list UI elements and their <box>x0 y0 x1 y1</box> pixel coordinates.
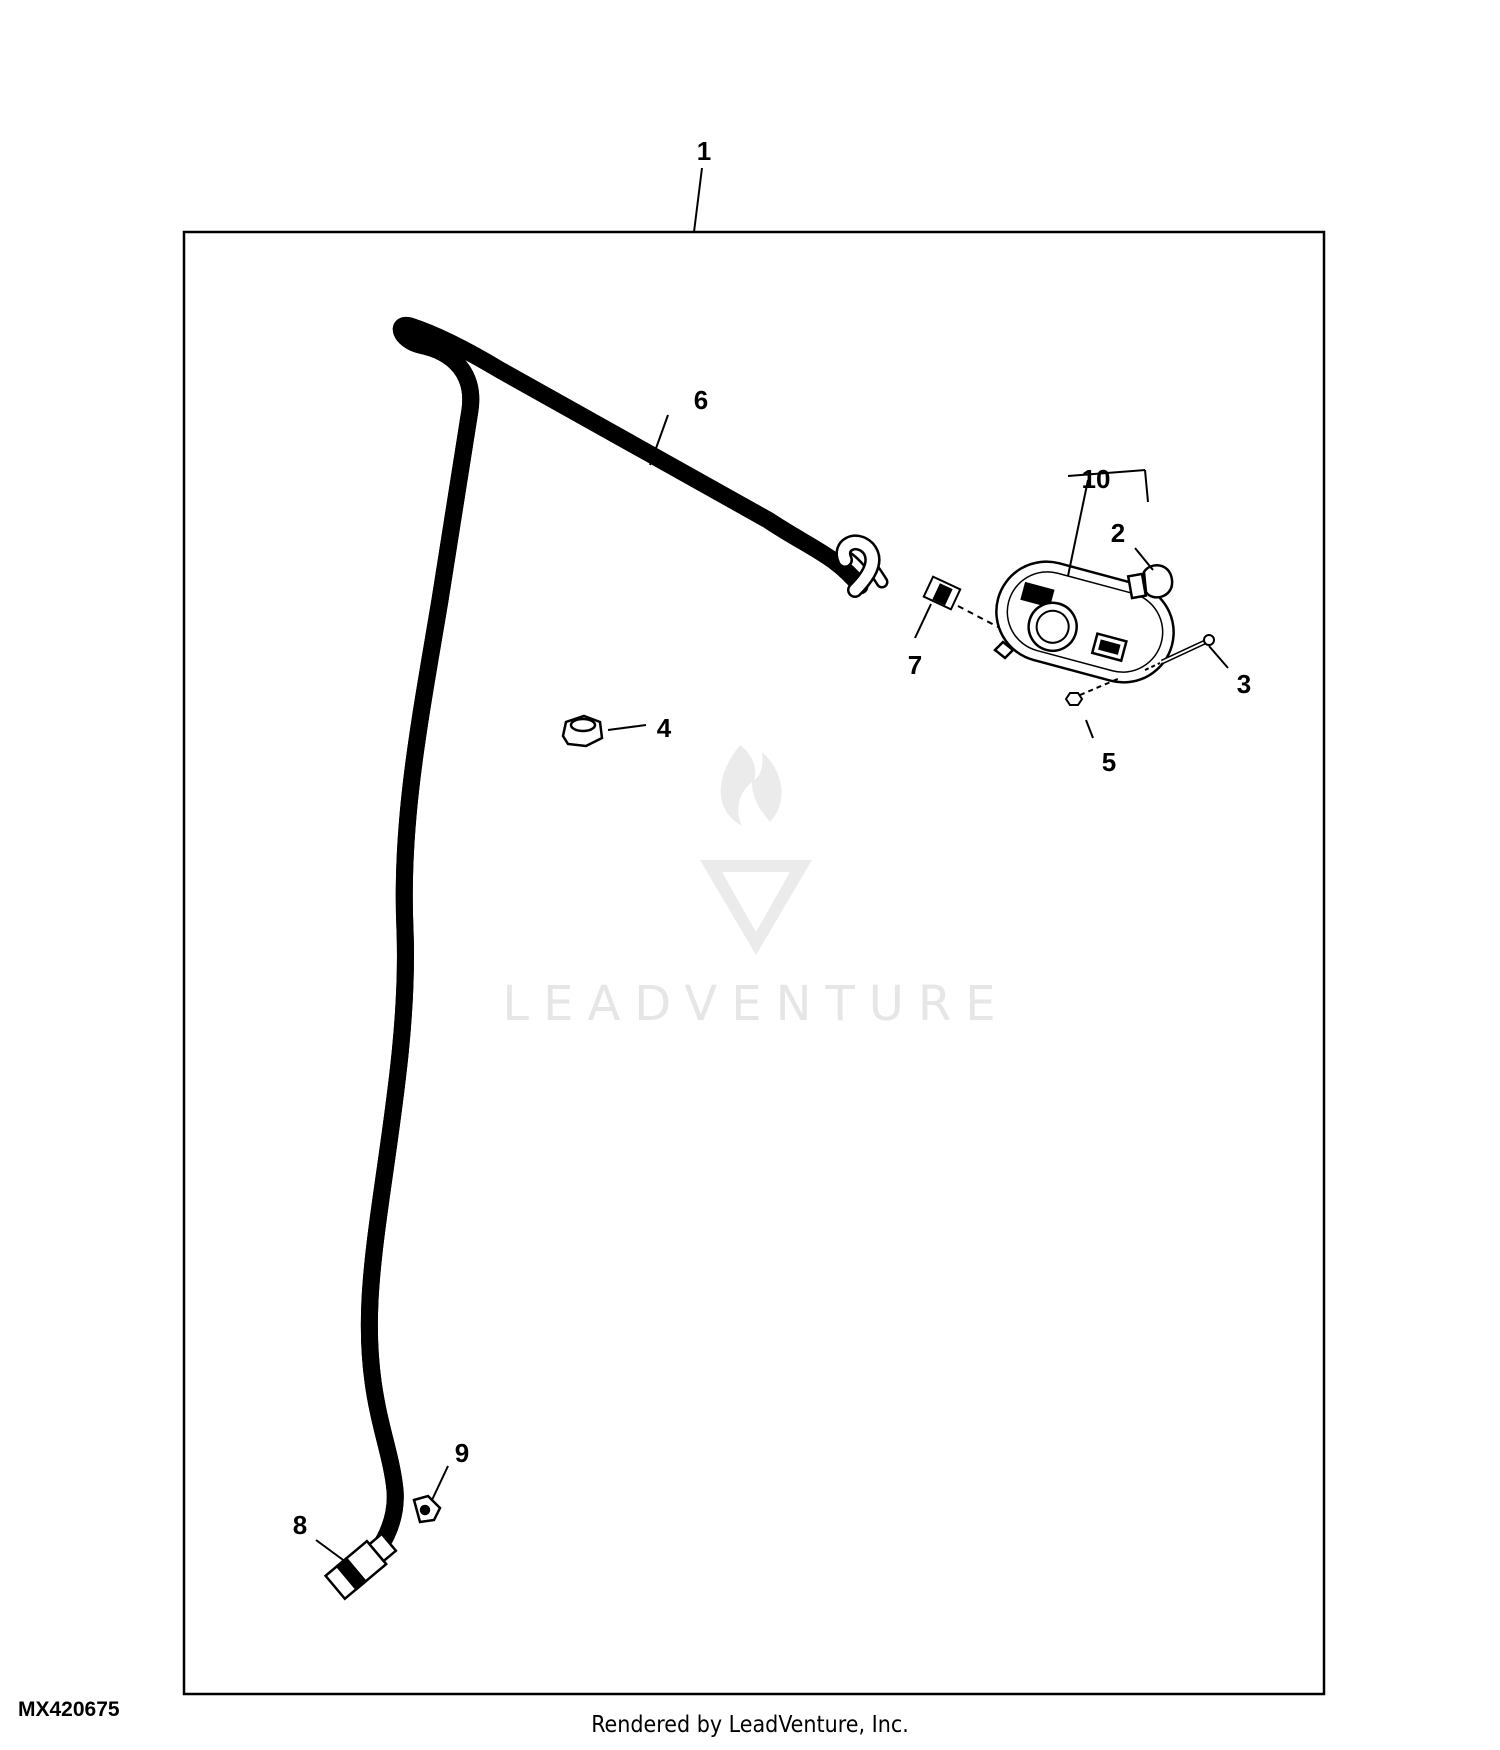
callout-2: 2 <box>1111 518 1125 548</box>
callout-9: 9 <box>455 1438 469 1468</box>
connector-8 <box>323 1532 398 1601</box>
connector-7 <box>922 575 1001 629</box>
callouts: 1 2 3 4 5 6 7 8 9 10 <box>293 136 1251 1540</box>
callout-3: 3 <box>1237 669 1251 699</box>
callout-1: 1 <box>697 136 711 166</box>
screw-3 <box>1144 634 1215 671</box>
wire-harness <box>369 325 889 1559</box>
render-credit: Rendered by LeadVenture, Inc. <box>591 1712 909 1738</box>
figure-id: MX420675 <box>18 1698 120 1721</box>
diagram-frame <box>182 230 1326 1696</box>
watermark-text: LEADVENTURE <box>502 976 1009 1032</box>
callout-6: 6 <box>694 385 708 415</box>
leader-line-1 <box>693 167 703 233</box>
nut-4 <box>561 714 604 748</box>
watermark: LEADVENTURE <box>502 745 1009 1032</box>
callout-8: 8 <box>293 1510 307 1540</box>
tail-light-assembly <box>993 560 1175 684</box>
nut-5 <box>1064 677 1121 706</box>
callout-4: 4 <box>657 713 672 743</box>
leadventure-flame-logo-icon <box>700 745 812 955</box>
callout-5: 5 <box>1102 747 1116 777</box>
bulb-2 <box>1126 564 1174 600</box>
clip-9 <box>412 1494 442 1524</box>
leader-lines <box>315 414 1229 1569</box>
callout-7: 7 <box>908 650 922 680</box>
callout-10: 10 <box>1082 464 1111 494</box>
